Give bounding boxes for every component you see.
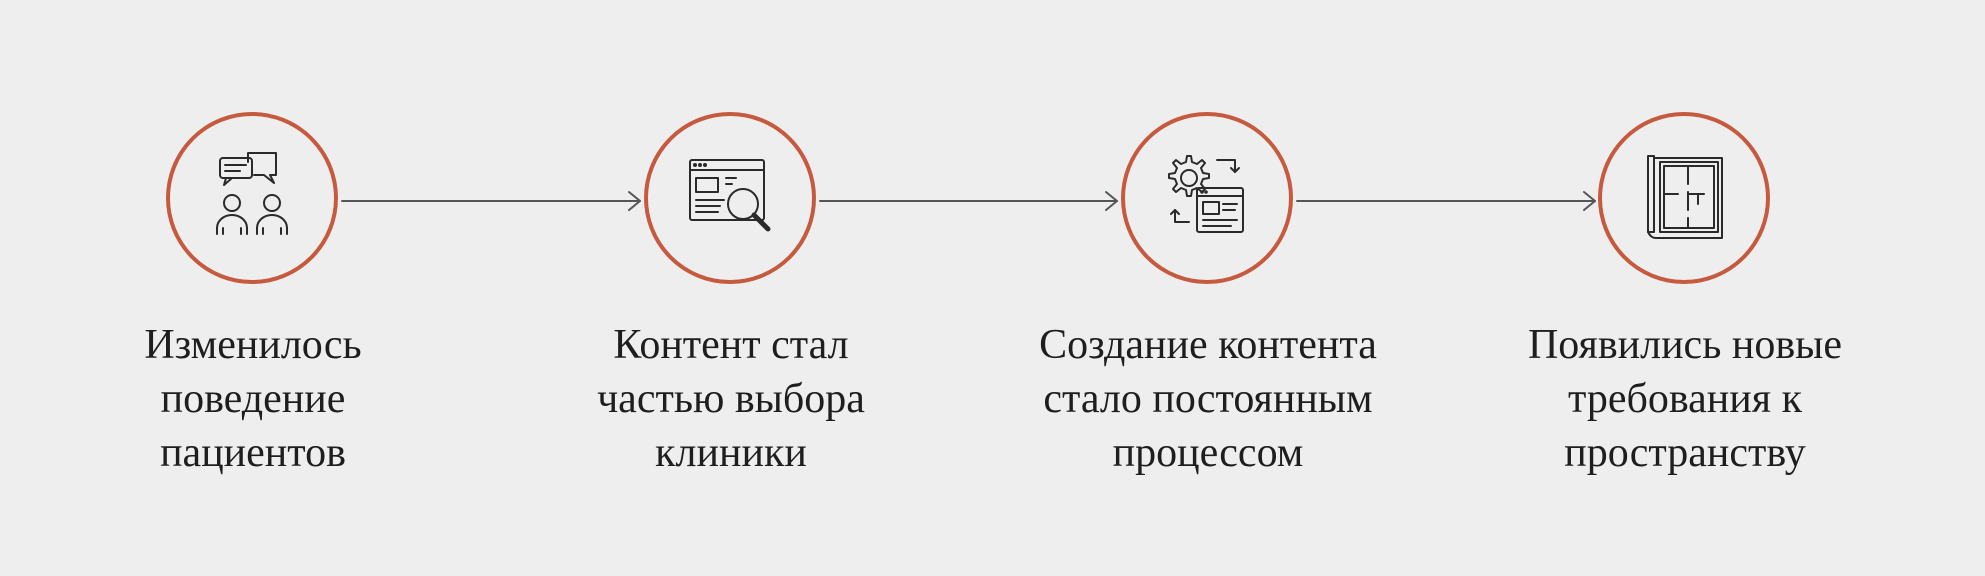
step-4-caption-line-1: Появились новые xyxy=(1527,322,1843,368)
step-4-circle xyxy=(1598,112,1770,284)
step-1-caption: Изменилось поведение пациентов xyxy=(38,318,468,480)
step-4: Появились новые требования к пространств… xyxy=(1470,0,1900,576)
step-3-caption: Создание контента стало постоянным проце… xyxy=(993,318,1423,480)
floor-plan-icon xyxy=(1647,155,1723,239)
step-2-caption-line-1: Контент стал xyxy=(613,322,849,368)
step-3: Создание контента стало постоянным проце… xyxy=(993,0,1423,576)
step-1-caption-line-2: поведение xyxy=(160,376,346,422)
step-3-caption-line-3: процессом xyxy=(1112,430,1304,476)
step-4-caption-line-3: пространству xyxy=(1564,430,1806,476)
arrow-connector-1 xyxy=(341,191,641,211)
step-4-caption: Появились новые требования к пространств… xyxy=(1470,318,1900,480)
browser-search-icon xyxy=(689,159,771,232)
step-4-caption-line-2: требования к xyxy=(1568,376,1802,422)
step-3-caption-line-1: Создание контента xyxy=(1039,322,1377,368)
step-1: Изменилось поведение пациентов xyxy=(38,0,468,576)
step-2: Контент стал частью выбора клиники xyxy=(516,0,946,576)
step-1-caption-line-1: Изменилось xyxy=(144,322,362,368)
people-chat-icon xyxy=(216,152,288,235)
step-2-caption: Контент стал частью выбора клиники xyxy=(516,318,946,480)
step-2-caption-line-3: клиники xyxy=(655,430,807,476)
step-3-circle xyxy=(1121,112,1293,284)
step-3-caption-line-2: стало постоянным xyxy=(1043,376,1373,422)
arrow-connector-3 xyxy=(1296,191,1596,211)
gear-content-cycle-icon xyxy=(1168,155,1244,233)
step-2-caption-line-2: частью выбора xyxy=(597,376,865,422)
step-1-caption-line-3: пациентов xyxy=(160,430,346,476)
arrow-connector-2 xyxy=(819,191,1118,211)
step-1-circle xyxy=(166,112,338,284)
step-2-circle xyxy=(644,112,816,284)
